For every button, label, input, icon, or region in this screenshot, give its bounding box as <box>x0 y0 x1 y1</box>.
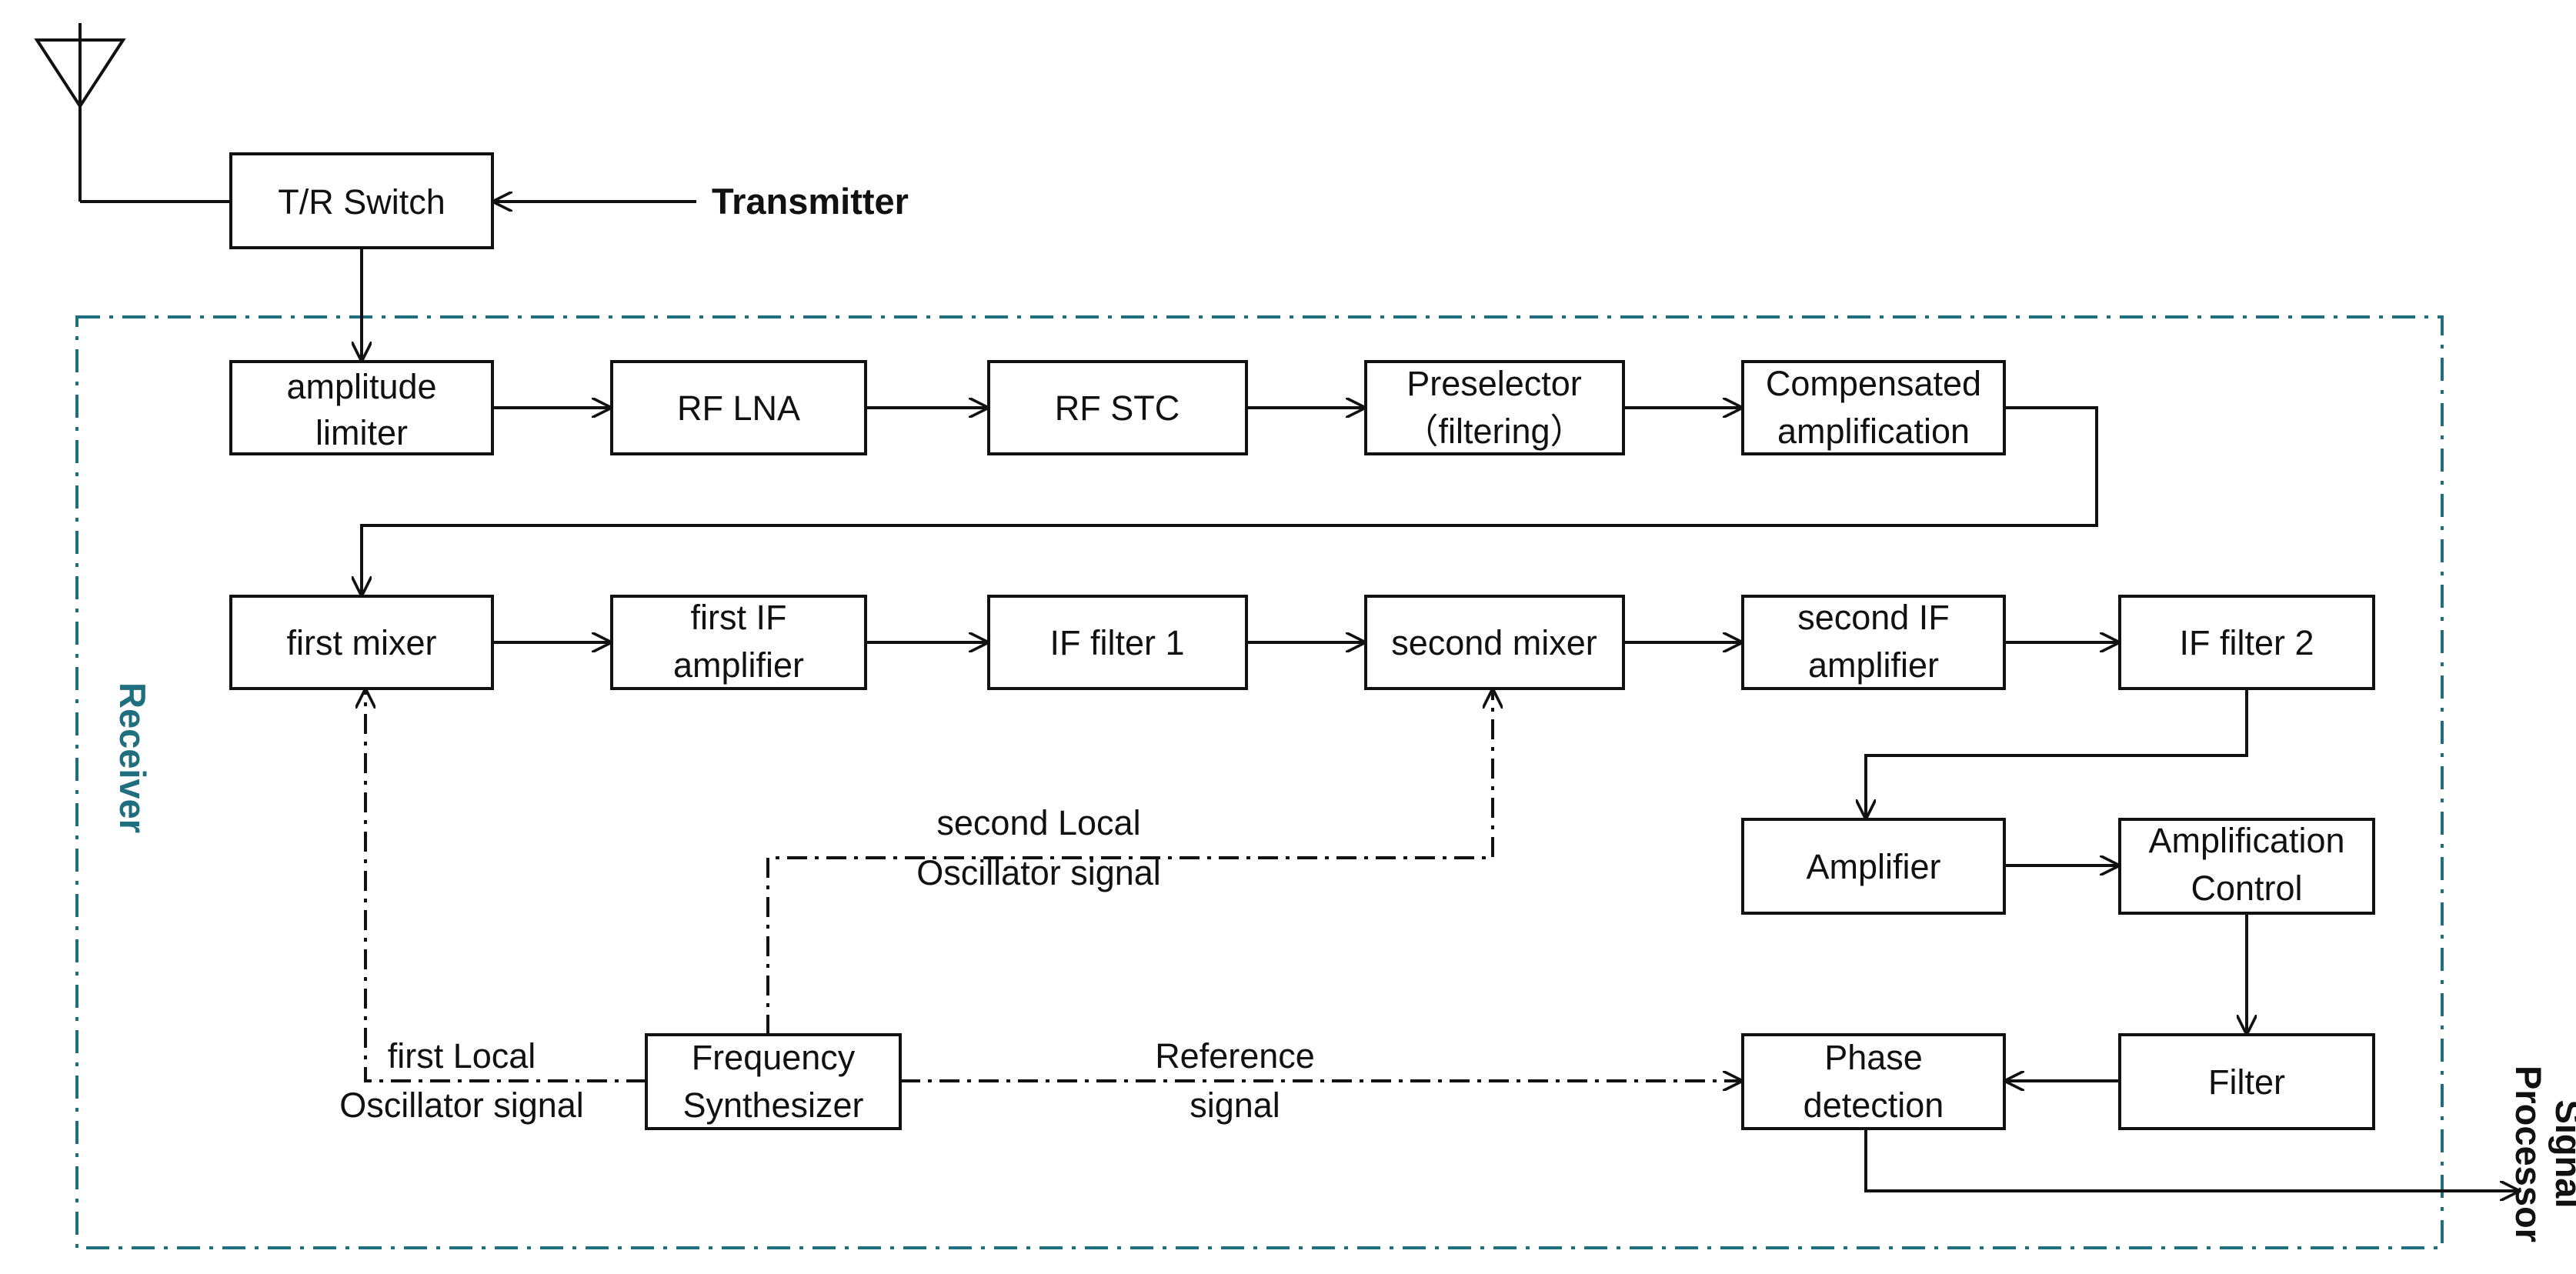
filter-label: Filter <box>2208 1062 2285 1102</box>
second-mixer-label: second mixer <box>1391 623 1597 662</box>
rf-lna-label: RF LNA <box>677 389 800 428</box>
if-filter-1-label: IF filter 1 <box>1049 623 1184 662</box>
signal-processor-label: SignalProcessor <box>2508 1066 2576 1242</box>
if-filter-2-box <box>2118 595 2375 690</box>
rf-stc-box <box>987 360 1248 455</box>
arrow-phase-to-signal-processor <box>1864 1129 2520 1191</box>
amplification-control-box <box>2118 818 2375 915</box>
receiver-boundary <box>75 315 2444 1249</box>
antenna-icon <box>34 23 231 203</box>
first-mixer-box <box>229 595 494 690</box>
transmitter-label: Transmitter <box>712 181 909 222</box>
if-filter-2-label: IF filter 2 <box>2179 623 2314 662</box>
arrow-synth-to-first-mixer <box>365 689 646 1082</box>
first-mixer-label: first mixer <box>287 623 437 662</box>
arrow-compensated-to-first-mixer <box>362 406 2098 596</box>
amplitude-limiter-box <box>229 360 494 455</box>
receiver-label: Receiver <box>112 682 153 833</box>
rf-lna-box <box>610 360 867 455</box>
arrow-synth-to-second-mixer <box>766 689 1493 1035</box>
arrow-iffilter2-to-amplifier <box>1866 689 2248 819</box>
amplifier-label: Amplifier <box>1806 847 1940 886</box>
compensated-amplification-box <box>1741 360 2006 455</box>
filter-box <box>2118 1033 2375 1130</box>
preselector-label: Preselector（filtering） <box>1403 364 1584 451</box>
rf-stc-label: RF STC <box>1055 389 1180 428</box>
tr-switch-label: T/R Switch <box>278 182 445 222</box>
frequency-synthesizer-box <box>645 1033 902 1130</box>
